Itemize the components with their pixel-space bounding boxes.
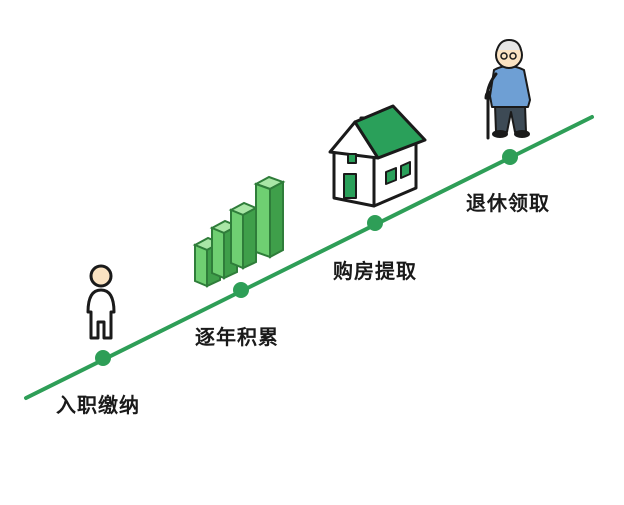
growth-bars-icon: [192, 175, 286, 288]
stage-dot: [367, 215, 383, 231]
stage-label-housing: 购房提取: [333, 259, 417, 283]
stage-label-accumulate: 逐年积累: [195, 325, 279, 349]
house-icon: [328, 104, 427, 208]
person-icon: [86, 264, 116, 340]
stage-dot: [233, 282, 249, 298]
stage-label-retire: 退休领取: [466, 191, 550, 215]
stage-dot: [95, 350, 111, 366]
stage-dot: [502, 149, 518, 165]
stage-label-join: 入职缴纳: [56, 393, 140, 417]
elderly-person-icon: [484, 39, 531, 140]
timeline-line: [24, 115, 594, 400]
